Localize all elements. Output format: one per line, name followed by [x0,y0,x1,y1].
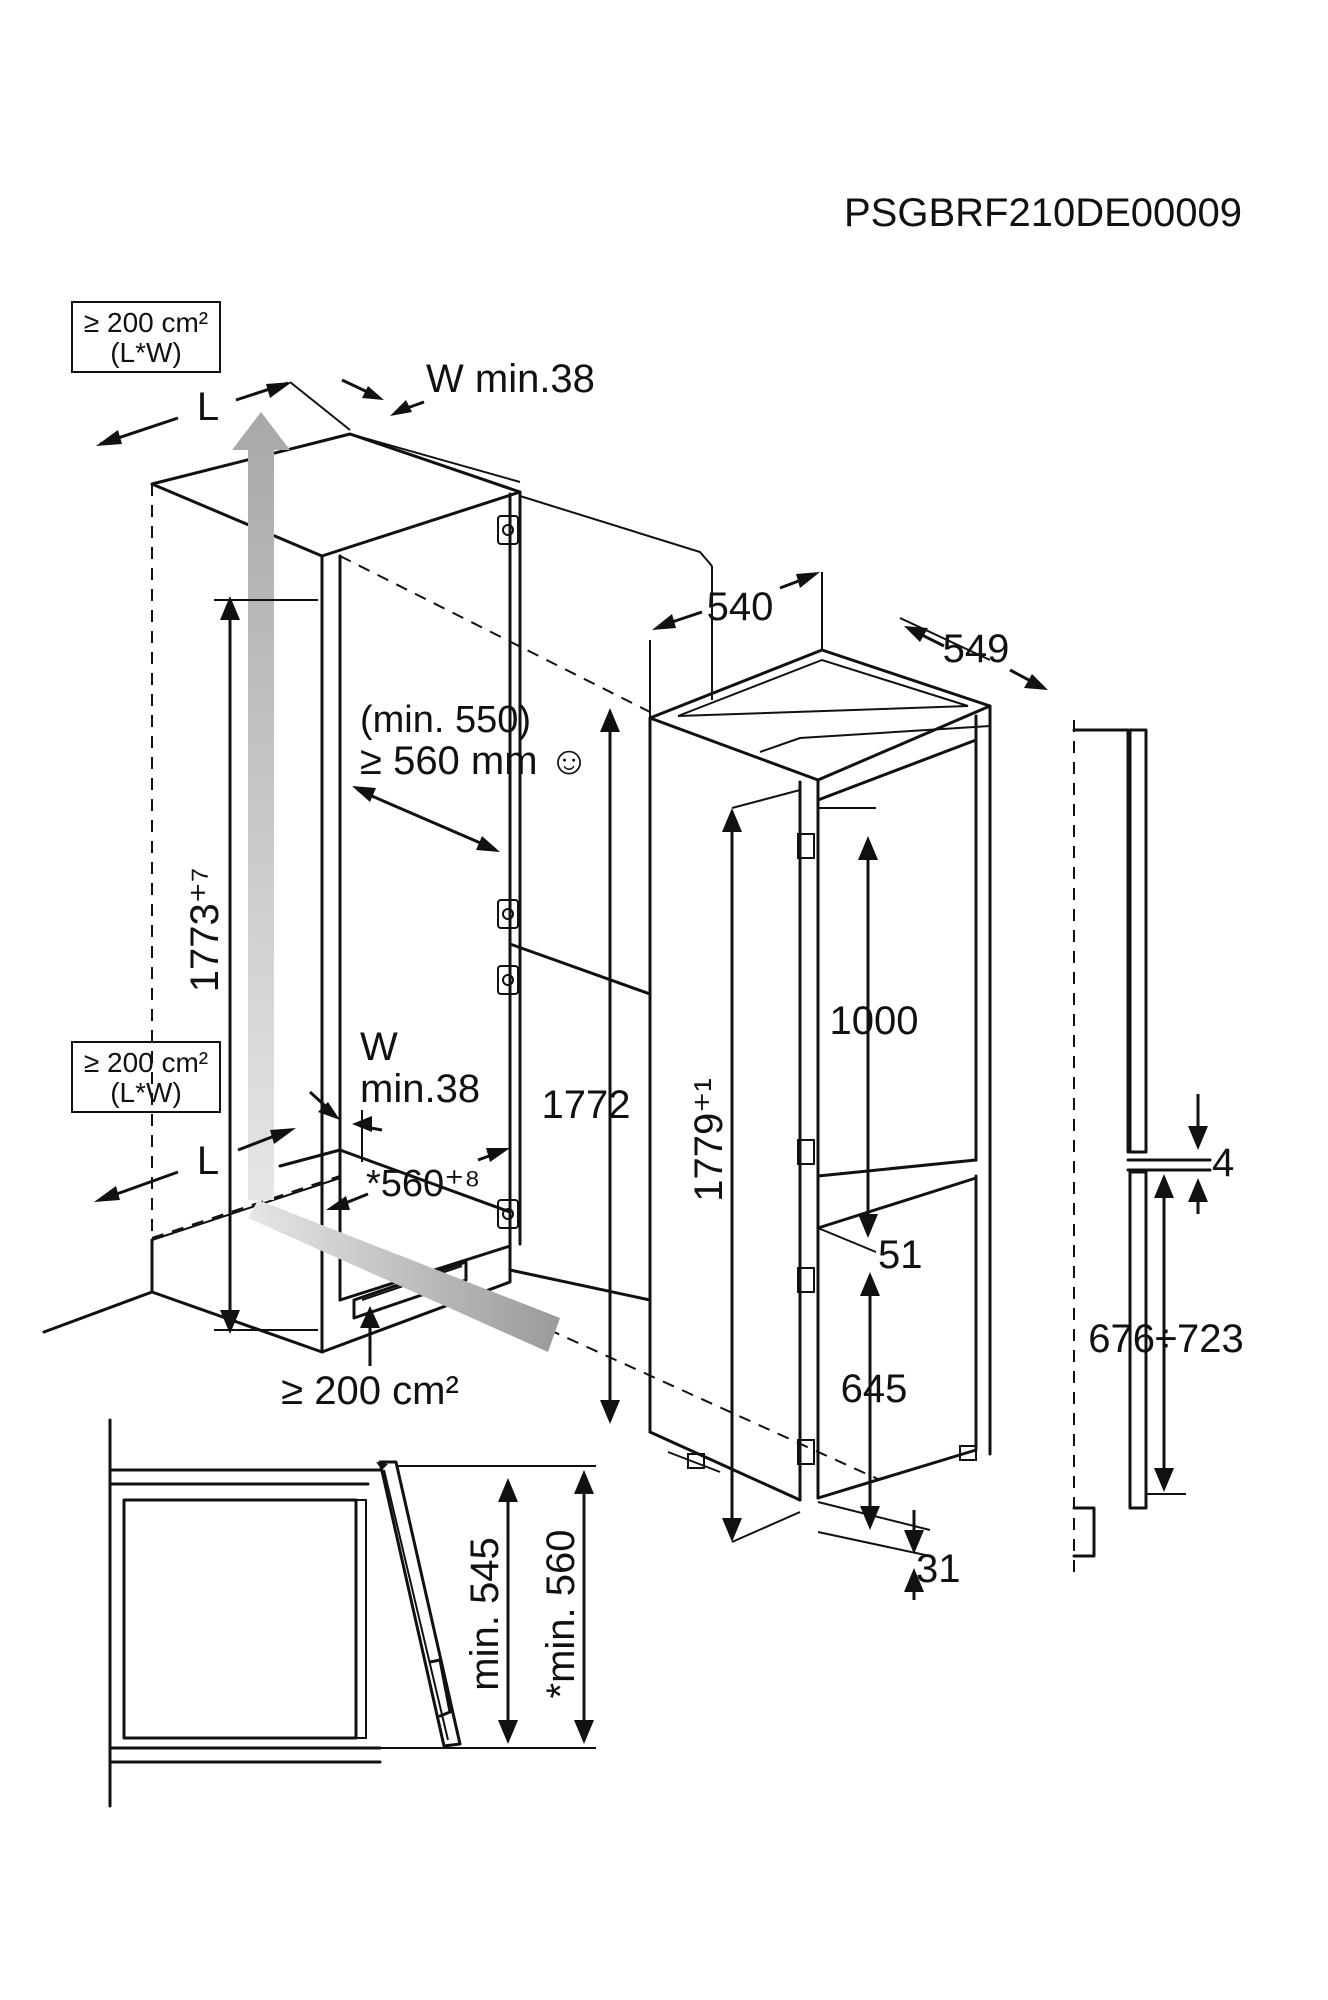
width-540-label: 540 [707,585,774,629]
dimension-panel-range: 676÷723 [1088,1174,1244,1492]
dimension-bottom-31: 31 [817,1501,961,1600]
dimension-fridge-1000: 1000 [818,807,919,1238]
dimension-panel-gap-4: 4 [1188,1094,1234,1214]
side-panel [1072,720,1212,1580]
hinge-icon [497,515,519,545]
vent-mid-line1: ≥ 200 cm² [84,1047,208,1078]
fridge-1000-label: 1000 [830,999,919,1043]
dimension-l-middle: L [94,1128,296,1202]
hinge-icon [497,899,519,929]
vent-top-line2: (L*W) [110,337,182,368]
product-code: PSGBRF210DE00009 [844,191,1242,235]
dimension-freezer-645: 645 [841,1272,908,1530]
hinge-icon [797,1139,815,1165]
vent-top-line1: ≥ 200 cm² [84,307,208,338]
bottom-31-label: 31 [916,1547,961,1591]
vent-box-middle: ≥ 200 cm² (L*W) [71,1041,221,1113]
depth-required: ≥ 560 mm ☺ [360,739,590,783]
freezer-645-label: 645 [841,1367,908,1411]
dimension-height-1779: 1779⁺¹ [687,789,801,1543]
dimension-w-top: W min.38 [341,357,595,416]
dimension-width-540: 540 [649,572,823,718]
label-l-top: L [197,385,219,429]
dimension-section-560: *min. 560 [539,1470,594,1744]
dimension-height-1772: 1772 [542,708,631,1424]
vent-box-top: ≥ 200 cm² (L*W) [71,301,221,373]
gap-top-label: W min.38 [426,357,595,401]
section-view [108,1418,596,1808]
dimension-bottom-vent: ≥ 200 cm² [281,1306,459,1413]
depth-549-label: 549 [943,627,1010,671]
appliance-body [648,648,992,1502]
hinge-icon [797,1439,815,1465]
height-1772-label: 1772 [542,1083,631,1127]
panel-gap-4-label: 4 [1212,1141,1234,1185]
hinge-icon [797,1267,815,1293]
dimension-depth-min: (min. 550) ≥ 560 mm ☺ [352,699,590,852]
height-1779-label: 1779⁺¹ [687,1078,731,1201]
airflow-in-arrow [248,1200,560,1352]
dimension-niche-height: 1773⁺⁷ [183,596,318,1334]
gap-mid-w: W [360,1025,398,1069]
vent-bottom-label: ≥ 200 cm² [281,1369,459,1413]
airflow-up-arrow [232,412,290,1200]
cabinet-niche [42,432,881,1481]
hinge-icon [497,965,519,995]
dimension-base-depth: *560⁺⁸ [326,1148,510,1210]
niche-height-label: 1773⁺⁷ [183,868,227,993]
label-l-middle: L [197,1139,219,1183]
dimension-gap-51: 51 [817,1227,923,1277]
hinge-icon [497,1199,519,1229]
section-560-label: *min. 560 [539,1530,583,1699]
dimension-l-top: L [96,381,351,446]
section-545-label: min. 545 [463,1537,507,1690]
gap-mid-min: min.38 [360,1067,480,1111]
depth-min-paren: (min. 550) [360,699,531,741]
hinge-icon [797,833,815,859]
dimension-w-middle: W min.38 [308,1025,480,1162]
panel-range-label: 676÷723 [1088,1317,1243,1361]
dimension-section-545: min. 545 [463,1478,518,1744]
vent-mid-line2: (L*W) [110,1077,182,1108]
gap-51-label: 51 [878,1233,923,1277]
base-depth-label: *560⁺⁸ [366,1163,480,1205]
dimension-depth-549: 549 [899,617,1048,690]
